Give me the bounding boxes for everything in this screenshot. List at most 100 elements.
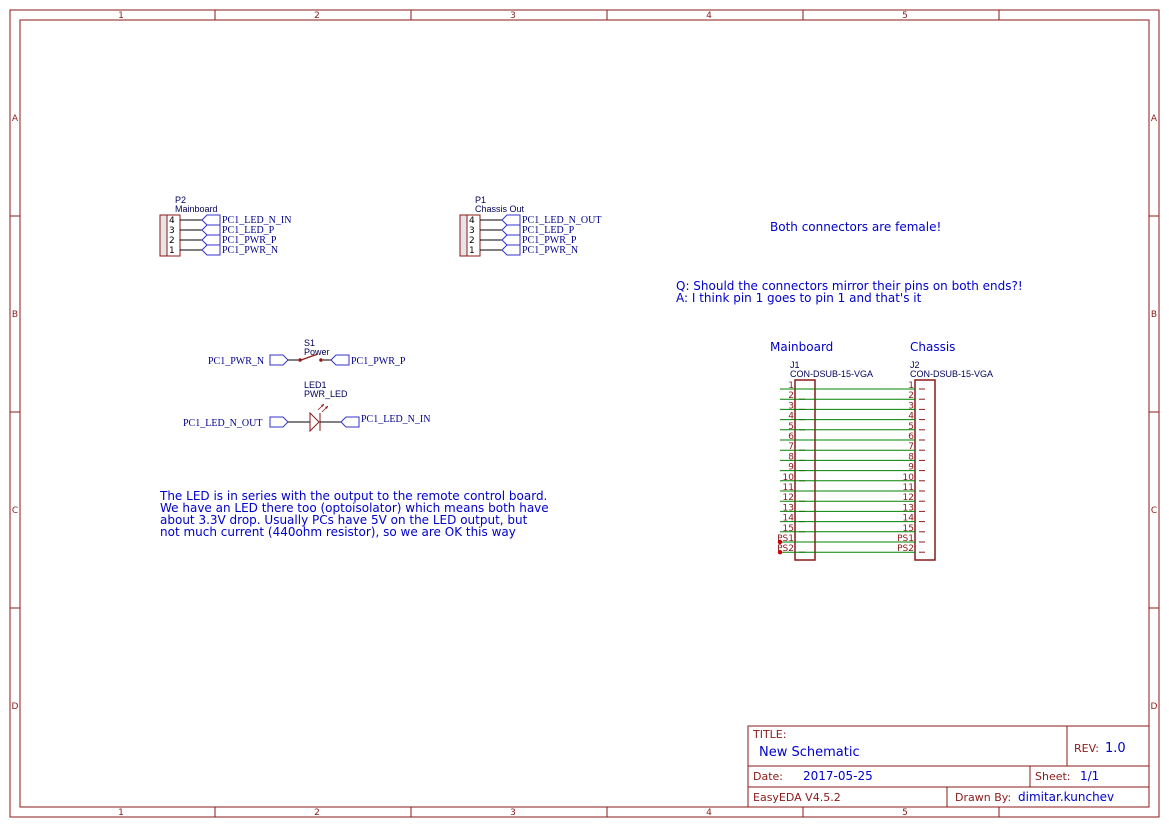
j1-pin-label: 12 <box>783 493 794 503</box>
j2-pin-label: 12 <box>903 493 914 503</box>
column-label: 2 <box>314 808 320 818</box>
j1-pin-label: 11 <box>783 483 794 493</box>
row-label: A <box>12 114 19 124</box>
j1-pin-label: 15 <box>783 524 794 534</box>
net-label: PC1_LED_N_OUT <box>183 418 262 429</box>
j1-pin-label: 2 <box>788 391 794 401</box>
rev-label: REV: <box>1074 742 1099 755</box>
j1-pin-label: 4 <box>788 412 794 422</box>
ruler-columns-bottom: 1 2 3 4 5 <box>118 808 908 818</box>
j2-pin-label: 13 <box>903 503 914 513</box>
j2-pin-label: 4 <box>908 412 914 422</box>
note-female: Both connectors are female! <box>770 220 941 234</box>
title-value: New Schematic <box>759 745 860 760</box>
sheet-border <box>9 9 1160 818</box>
note-question: Q: Should the connectors mirror their pi… <box>676 279 1023 293</box>
column-label: 5 <box>902 808 908 818</box>
net-label: PC1_PWR_N <box>208 356 264 367</box>
row-label: A <box>1151 114 1158 124</box>
dsub-right-heading: Chassis <box>910 340 955 354</box>
p2-pin: 4 <box>169 216 175 226</box>
j1-pin-label: 14 <box>783 514 795 524</box>
p2-pin: 1 <box>169 246 175 256</box>
p1-value: Chassis Out <box>475 204 525 214</box>
j2-pin-label: 10 <box>903 473 915 483</box>
row-label: D <box>1151 702 1158 712</box>
rev-value: 1.0 <box>1105 741 1126 756</box>
note-led-line: about 3.3V drop. Usually PCs have 5V on … <box>160 513 528 527</box>
note-led-line: not much current (440ohm resistor), so w… <box>160 525 516 539</box>
net-label: PC1_LED_N_OUT <box>522 215 601 226</box>
dsub-section: Mainboard Chassis <box>770 340 955 354</box>
connector-j2[interactable]: J2 CON-DSUB-15-VGA 123456789101112131415… <box>897 360 993 561</box>
row-label: B <box>1151 310 1157 320</box>
j2-pin-label: 7 <box>908 442 914 452</box>
j1-pin-label: 5 <box>788 422 794 432</box>
j2-pin-label: 5 <box>908 422 914 432</box>
ruler-rows-left: A B C D <box>12 114 19 712</box>
sheet-value: 1/1 <box>1080 769 1099 783</box>
j1-pin-label: 6 <box>788 432 794 442</box>
p1-pin: 1 <box>469 246 475 256</box>
title-label: TITLE: <box>752 728 786 741</box>
j2-value: CON-DSUB-15-VGA <box>910 369 993 379</box>
j2-pin-label: 8 <box>908 452 914 462</box>
net-label: PC1_LED_P <box>222 225 275 236</box>
net-label: PC1_PWR_P <box>522 235 577 246</box>
note-led-line: The LED is in series with the output to … <box>159 489 547 503</box>
j1-pin-label: 3 <box>788 401 794 411</box>
row-label: D <box>12 702 19 712</box>
p1-pin: 3 <box>469 226 475 236</box>
j1-pin-label: 13 <box>783 503 794 513</box>
column-label: 3 <box>510 808 516 818</box>
column-label: 4 <box>706 808 712 818</box>
led-led1[interactable]: LED1 PWR_LED PC1_LED_N_OUT PC1_LED_N_IN <box>183 380 430 433</box>
j2-pin-label: 3 <box>908 401 914 411</box>
p1-pin: 4 <box>469 216 475 226</box>
j2-ref: J2 <box>910 360 920 370</box>
j1-pin-label: PS1 <box>777 534 794 544</box>
column-label: 1 <box>118 11 124 21</box>
connector-p1[interactable]: P1 Chassis Out 4 3 2 1 PC1_LED_N_OUT PC1… <box>459 195 601 257</box>
date-value: 2017-05-25 <box>803 769 873 783</box>
j1-pin-label: 8 <box>788 452 794 462</box>
s1-ref: S1 <box>304 338 315 348</box>
connector-p2[interactable]: P2 Mainboard 4 3 2 1 PC1_LED_N_IN PC1_LE… <box>159 195 291 257</box>
dsub-left-heading: Mainboard <box>770 340 833 354</box>
drawn-label: Drawn By: <box>955 791 1011 804</box>
s1-value: Power <box>304 347 330 357</box>
net-label: PC1_PWR_N <box>222 245 278 256</box>
row-label: B <box>12 310 18 320</box>
j2-pin-label: 15 <box>903 524 914 534</box>
sheet-label: Sheet: <box>1035 770 1071 783</box>
ruler-rows-right: A B C D <box>1151 114 1158 712</box>
net-label: PC1_LED_N_IN <box>222 215 291 226</box>
led1-value: PWR_LED <box>304 389 348 399</box>
p1-pin: 2 <box>469 236 475 246</box>
net-label: PC1_PWR_N <box>522 245 578 256</box>
net-label: PC1_PWR_P <box>222 235 277 246</box>
junction-dot <box>777 539 783 545</box>
junction-dot <box>777 550 783 555</box>
j1-pin-label: 9 <box>788 463 794 473</box>
column-label: 1 <box>118 808 124 818</box>
row-label: C <box>1151 506 1157 516</box>
p2-value: Mainboard <box>175 204 218 214</box>
led1-ref: LED1 <box>304 380 327 390</box>
j1-pin-label: 7 <box>788 442 794 452</box>
note-led-line: We have an LED there too (optoisolator) … <box>160 501 549 515</box>
j1-pin-label: PS2 <box>777 544 794 554</box>
j1-pin-label: 1 <box>788 381 794 391</box>
column-label: 2 <box>314 11 320 21</box>
column-label: 4 <box>706 11 712 21</box>
net-label: PC1_LED_P <box>522 225 575 236</box>
j2-pin-label: 14 <box>903 514 915 524</box>
dsub-wires <box>777 388 915 555</box>
net-label: PC1_LED_N_IN <box>361 414 430 425</box>
j1-value: CON-DSUB-15-VGA <box>790 369 873 379</box>
switch-s1[interactable]: S1 Power PC1_PWR_N PC1_PWR_P <box>208 338 406 367</box>
drawn-value: dimitar.kunchev <box>1018 790 1114 804</box>
note-answer: A: I think pin 1 goes to pin 1 and that'… <box>676 291 922 305</box>
j2-pin-label: PS1 <box>897 534 914 544</box>
